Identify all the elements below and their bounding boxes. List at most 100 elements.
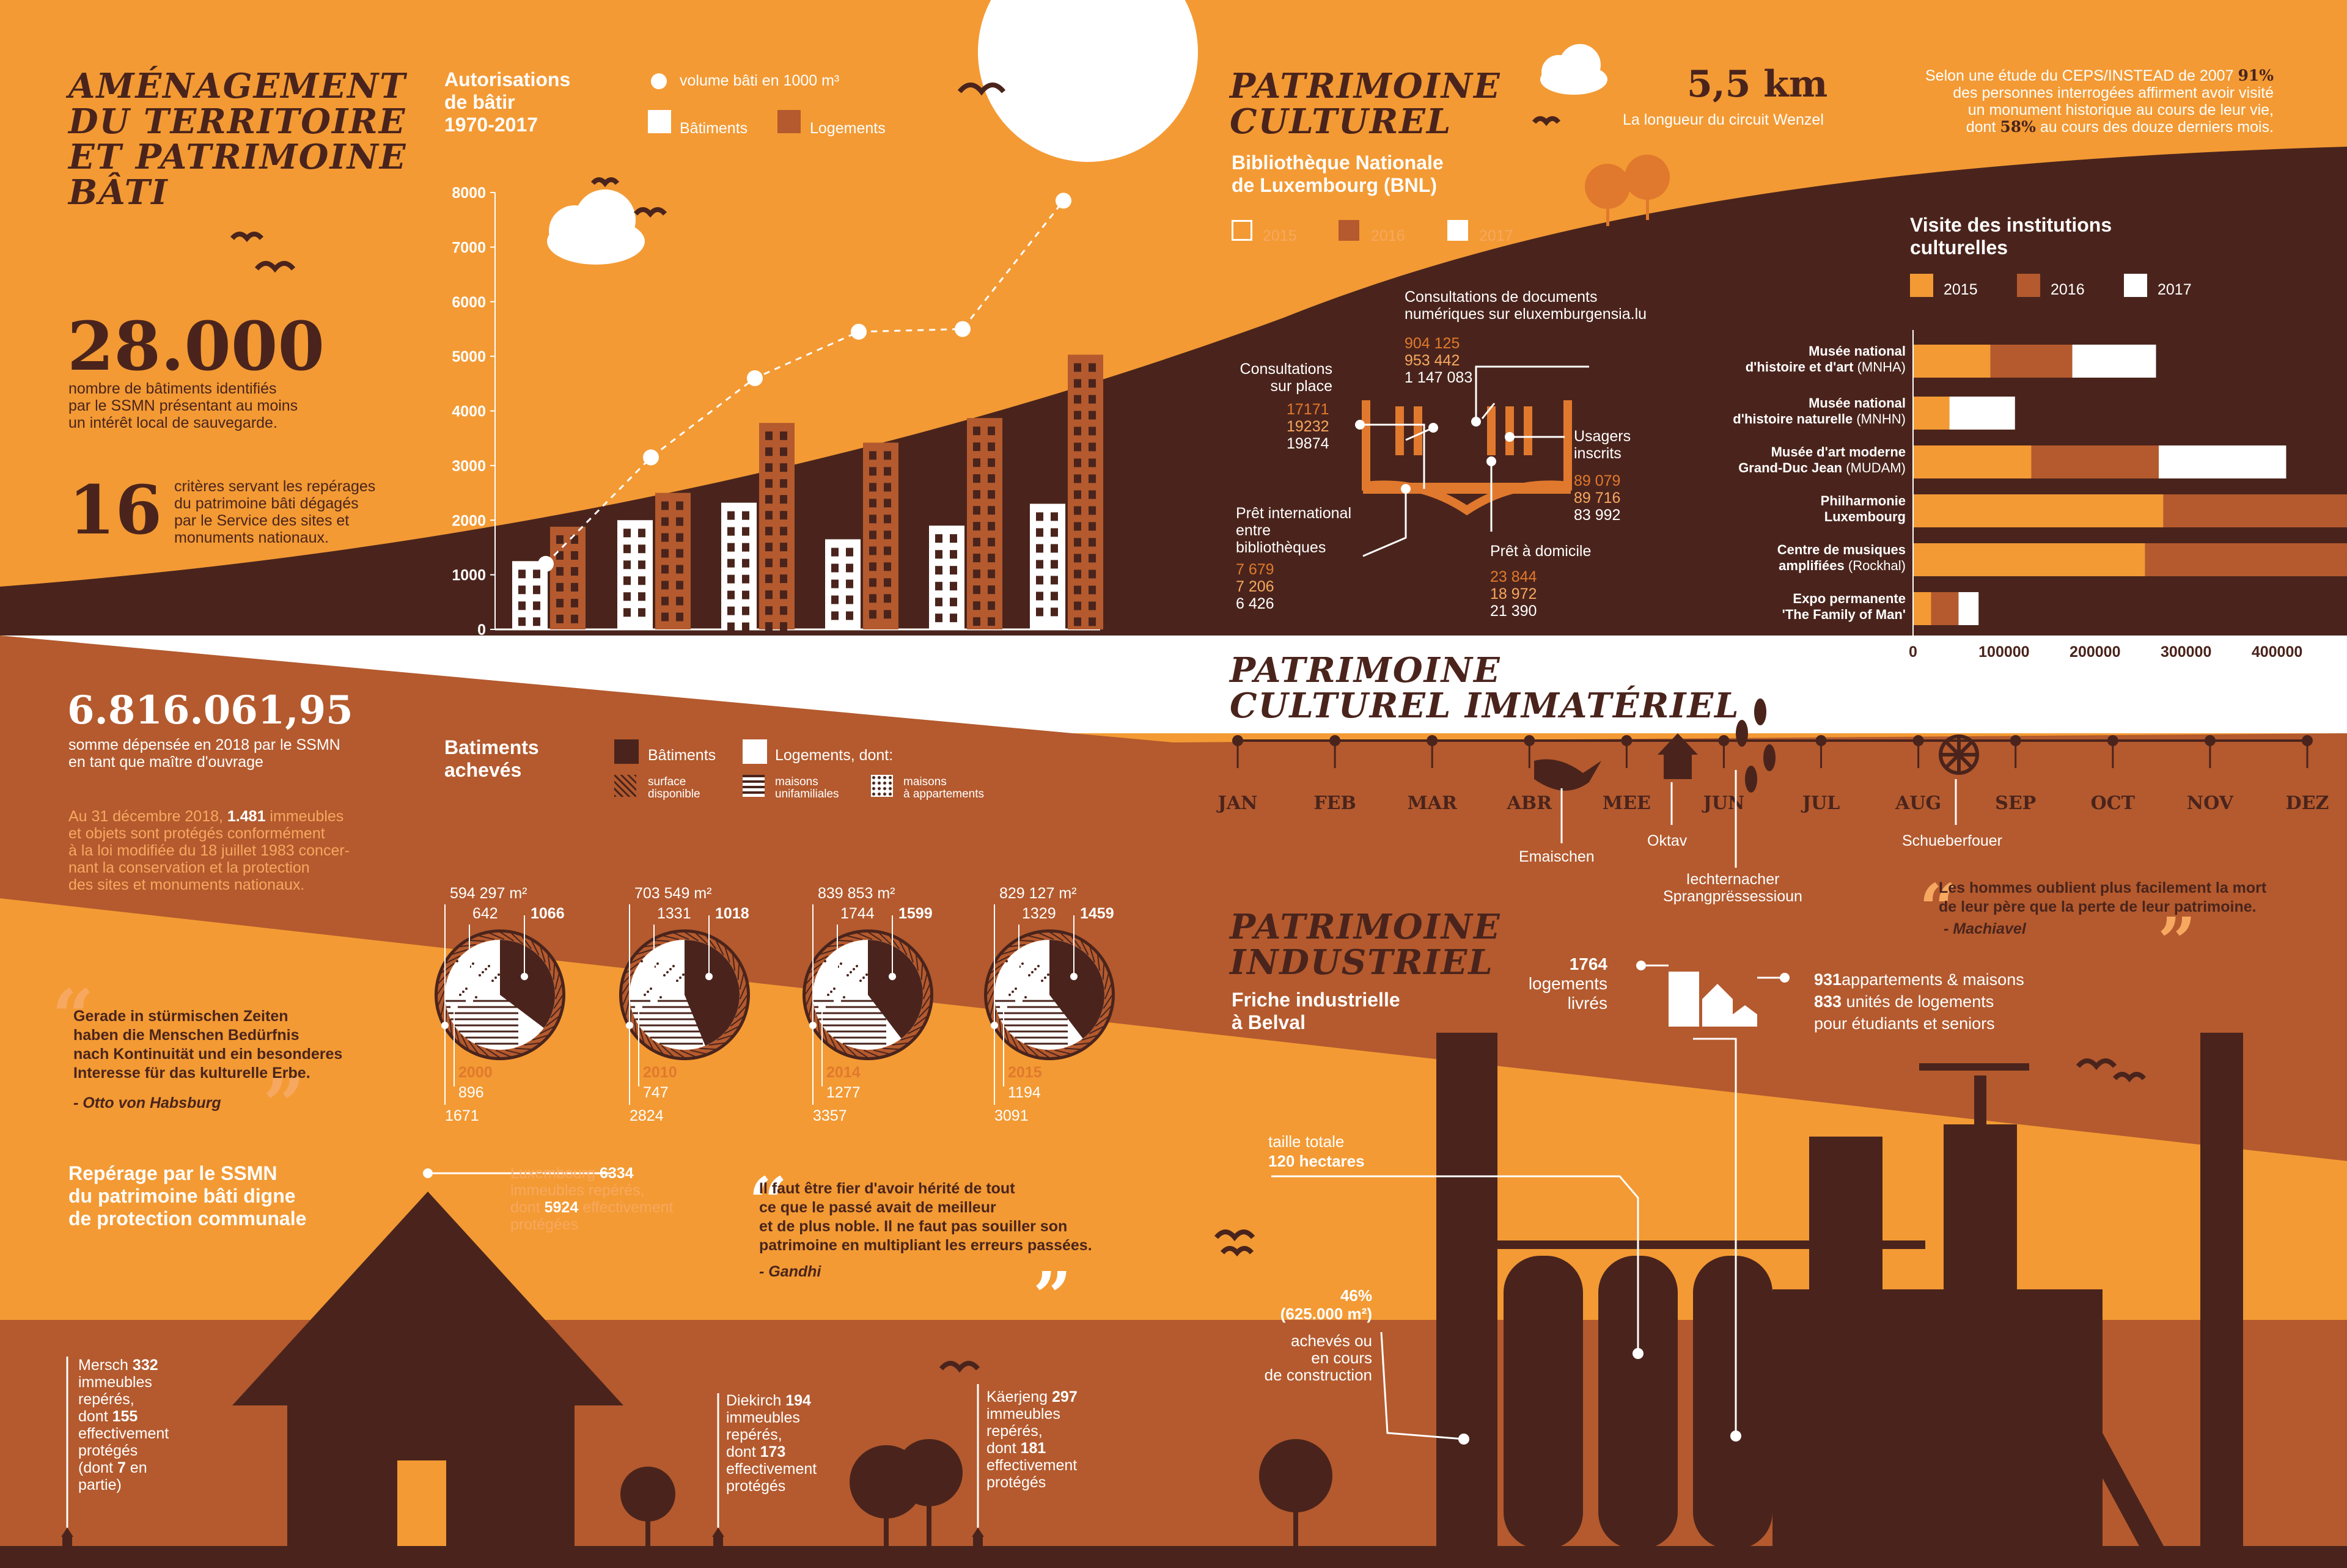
dot [1044, 976, 1046, 979]
window [742, 527, 749, 536]
dot [1041, 980, 1043, 982]
dot [666, 971, 669, 973]
window [1074, 395, 1081, 404]
window [831, 563, 839, 573]
bar-logements [863, 442, 898, 629]
dot [1047, 973, 1049, 976]
hatch [1102, 963, 1105, 980]
hatch [739, 983, 747, 1000]
dot [1008, 994, 1011, 996]
hatch [459, 943, 476, 948]
hatch [918, 1005, 931, 1019]
dot [853, 968, 855, 970]
window [950, 614, 957, 623]
month-label: SEP [1995, 793, 2036, 814]
hatch [488, 932, 505, 940]
dot [1021, 962, 1024, 965]
window [1089, 585, 1096, 595]
appart-label: 1277 [826, 1084, 861, 1101]
hatch [499, 931, 515, 942]
window [742, 622, 749, 631]
window [973, 601, 980, 610]
window [846, 595, 853, 604]
window [765, 479, 773, 488]
window [1051, 592, 1058, 601]
window [676, 612, 683, 621]
x-tick-label: 0 [1909, 643, 1917, 661]
window [1074, 601, 1081, 610]
dot [847, 974, 849, 976]
window [780, 463, 787, 472]
year-label: 2010 [643, 1064, 677, 1081]
bar-segment [1913, 494, 2164, 527]
pie-dot [441, 1022, 449, 1029]
window [869, 578, 876, 587]
lower-trees [620, 1439, 1332, 1549]
hatch [645, 1034, 654, 1050]
hatch [539, 1025, 555, 1035]
month-label: JUL [1801, 793, 1840, 814]
volume-line [545, 200, 1065, 565]
x-tick-label: 2017 [1049, 640, 1084, 658]
hatch [921, 994, 931, 1009]
leg-logements-swatch [743, 739, 767, 764]
dot [686, 988, 688, 991]
hatch [1104, 983, 1112, 1000]
hatch [652, 1040, 664, 1055]
hatch [622, 990, 630, 1006]
hatch [915, 954, 919, 971]
hatch [998, 1019, 1002, 1036]
hatch [1001, 949, 1018, 955]
month-label: OCT [2091, 793, 2136, 814]
bar-segment [1913, 345, 1991, 378]
dot [672, 965, 675, 967]
dot [498, 973, 500, 976]
chart1-title: Autorisations de bâtir 1970-2017 [444, 68, 571, 136]
window [676, 549, 683, 558]
pie-dot [889, 973, 896, 980]
bar-segment [1990, 345, 2073, 378]
dot [510, 979, 513, 981]
window [973, 442, 980, 452]
hatch [716, 1035, 733, 1041]
bnl-year-2017: 2017 [1479, 227, 1513, 244]
dot [1054, 985, 1056, 987]
pie-slice-batiments [868, 940, 923, 1039]
legend-logements-swatch [777, 110, 801, 133]
hatch [1080, 940, 1089, 956]
hatch [867, 931, 883, 942]
hatch [547, 954, 551, 971]
window [742, 590, 749, 599]
hatch [846, 935, 863, 940]
year-label: 2014 [826, 1064, 861, 1081]
visite-legend-swatch [1910, 274, 1933, 297]
window [533, 570, 540, 579]
hatch [817, 1019, 821, 1036]
window [846, 548, 853, 557]
bird-icons [230, 82, 2147, 1373]
hatch [1089, 1025, 1104, 1035]
visite-title: Visite des institutions culturelles [1910, 214, 2112, 258]
title-immateriel: PATRIMOINE CULTUREL IMMATÉRIEL [1230, 650, 1740, 726]
hatch [478, 935, 495, 940]
bar-logements [967, 418, 1002, 629]
window [780, 590, 787, 599]
hatch [920, 963, 924, 980]
window [623, 608, 631, 617]
window [727, 574, 735, 584]
volume-point [747, 370, 763, 386]
window [765, 590, 773, 599]
window [1074, 427, 1081, 436]
window [1074, 474, 1081, 483]
window [935, 598, 942, 607]
bnl-year-2016: 2016 [1371, 227, 1405, 244]
ceps-stat: Selon une étude du CEPS/INSTEAD de 2007 … [1925, 67, 2274, 136]
window [884, 578, 891, 587]
window [988, 474, 995, 483]
